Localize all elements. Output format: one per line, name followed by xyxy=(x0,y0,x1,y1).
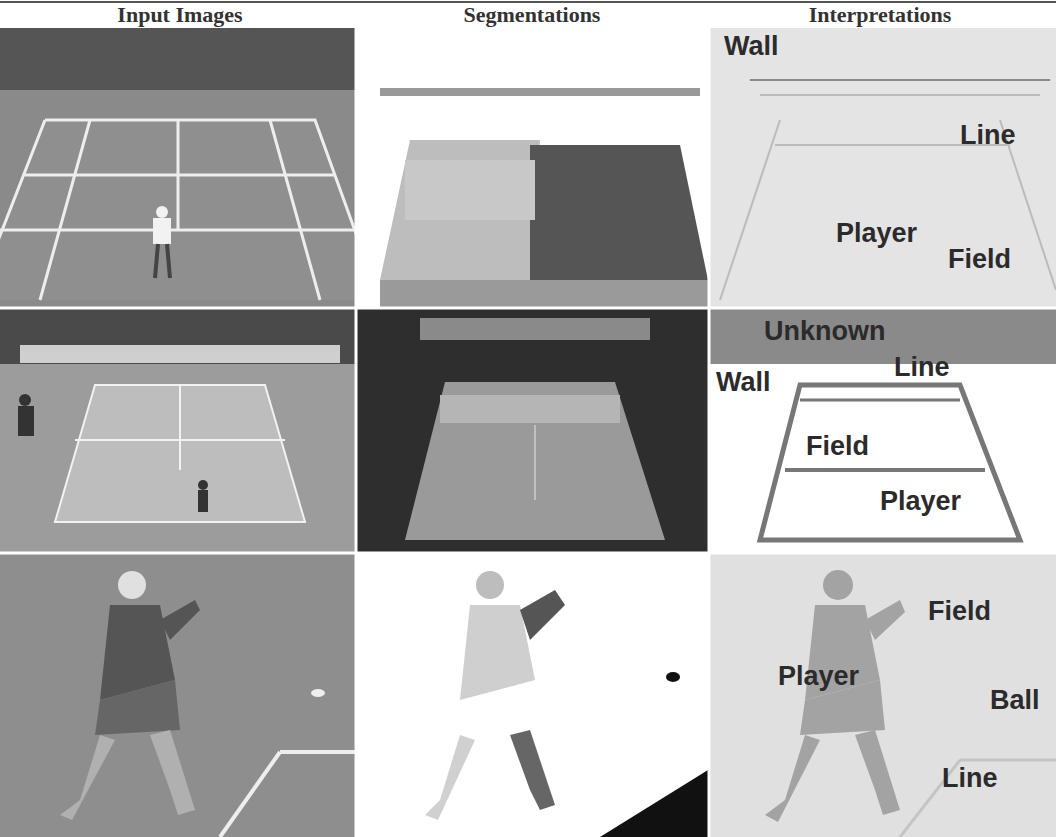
region-label: Unknown xyxy=(764,318,886,345)
region-label: Wall xyxy=(716,369,771,396)
region-label: Line xyxy=(894,354,950,381)
region-label: Ball xyxy=(990,687,1040,714)
region-label: Field xyxy=(948,246,1011,273)
region-label: Field xyxy=(806,433,869,460)
region-label: Player xyxy=(880,488,961,515)
region-label: Line xyxy=(960,122,1016,149)
region-label: Player xyxy=(836,220,917,247)
column-header: Input Images xyxy=(117,4,242,26)
region-label: Line xyxy=(942,765,998,792)
column-header: Interpretations xyxy=(809,4,952,26)
region-label: Player xyxy=(778,663,859,690)
region-label: Wall xyxy=(724,33,779,60)
region-label: Field xyxy=(928,598,991,625)
column-header: Segmentations xyxy=(464,4,601,26)
